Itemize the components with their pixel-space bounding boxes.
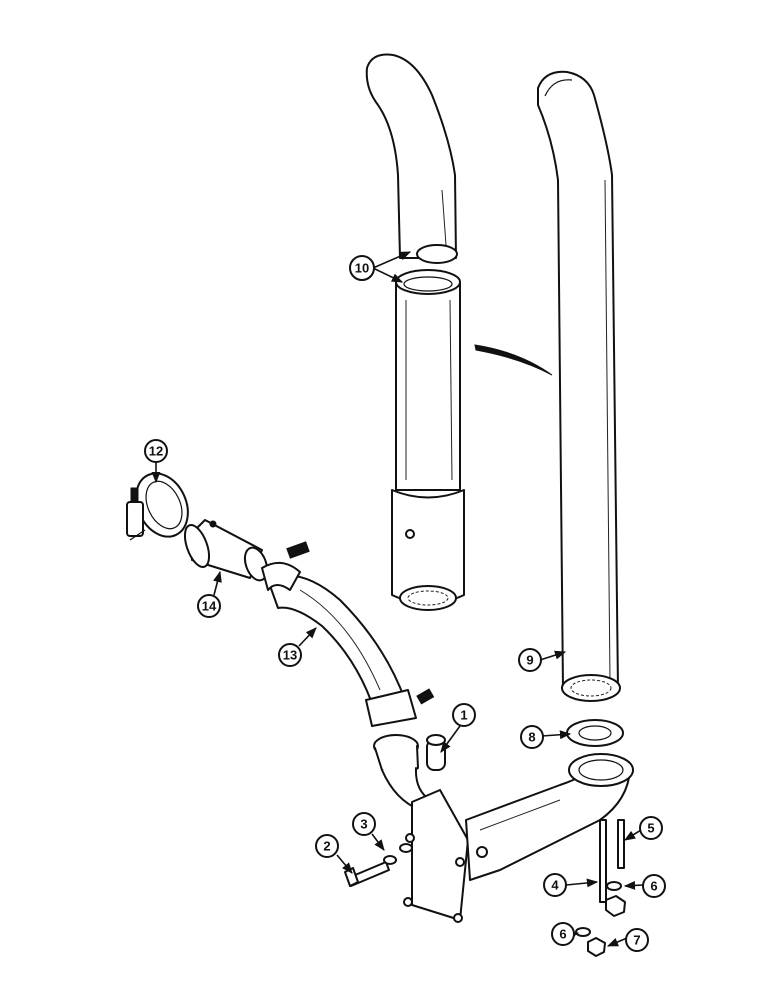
callout-7: 7 [625,928,649,952]
svg-text:13: 13 [283,648,297,663]
callout-3: 3 [352,812,376,836]
svg-text:3: 3 [360,817,367,832]
svg-text:2: 2 [323,839,330,854]
callout-14: 14 [197,594,221,618]
gasket [566,719,624,747]
svg-text:14: 14 [202,599,217,614]
callout-5: 5 [639,816,663,840]
svg-text:12: 12 [149,444,163,459]
stack-pipe-lower-left [391,269,553,611]
svg-text:4: 4 [551,878,559,893]
curved-hose [261,541,435,727]
svg-text:9: 9 [526,653,533,668]
callout-1: 1 [452,703,476,727]
svg-text:8: 8 [528,730,535,745]
callout-13: 13 [278,643,302,667]
svg-text:10: 10 [355,261,369,276]
callout-8: 8 [520,725,544,749]
v-band-clamp [126,472,189,541]
stack-pipe-right [537,70,621,702]
svg-text:6: 6 [559,927,566,942]
callout-12: 12 [144,439,168,463]
exhaust-elbow-assembly [373,734,634,923]
callout-10: 10 [349,255,375,281]
callout-9: 9 [518,648,542,672]
callout-6-upper: 6 [642,874,666,898]
leader-lines [151,251,644,947]
callout-2: 2 [315,834,339,858]
svg-text:6: 6 [650,879,657,894]
callout-6-lower: 6 [551,922,575,946]
callout-4: 4 [543,873,567,897]
adapter-tube [183,519,269,582]
stack-pipe-upper-left [365,53,458,264]
svg-text:7: 7 [633,933,640,948]
svg-text:1: 1 [460,708,467,723]
svg-text:5: 5 [647,821,654,836]
fasteners [344,819,626,957]
